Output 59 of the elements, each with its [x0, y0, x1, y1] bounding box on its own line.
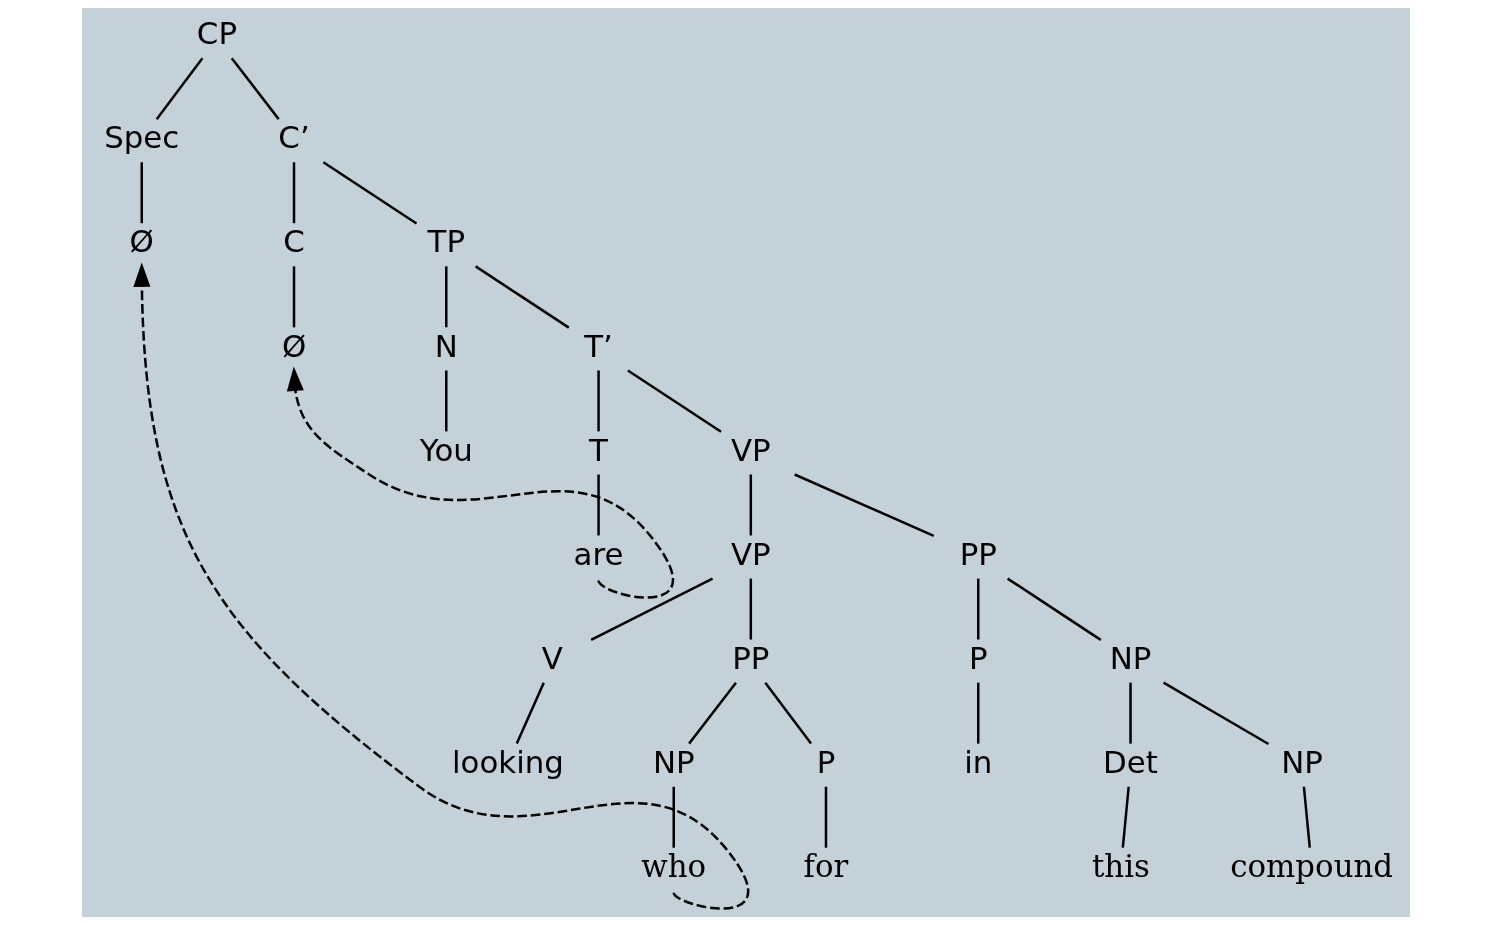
- node-text: NP: [1109, 639, 1152, 676]
- node-text: C’: [278, 119, 310, 156]
- node-text: PP: [959, 535, 997, 572]
- node-text: T: [589, 431, 608, 468]
- connector: [688, 681, 737, 745]
- node-text: PP: [732, 639, 770, 676]
- node-text: TP: [427, 223, 465, 260]
- node-text: this: [1091, 847, 1150, 884]
- node-text: Spec: [104, 119, 180, 156]
- connector: [627, 369, 722, 433]
- node-text: looking: [452, 743, 564, 780]
- connector: [1006, 577, 1102, 641]
- connector: [1121, 786, 1130, 848]
- node-text: N: [434, 327, 458, 364]
- arrow: [286, 366, 674, 599]
- connector: [597, 474, 600, 536]
- node-text: NP: [652, 743, 695, 780]
- connector: [977, 682, 980, 744]
- node-text: CP: [196, 15, 237, 52]
- connector: [590, 577, 714, 641]
- node-text: P: [968, 639, 988, 676]
- node-text: NP: [1281, 743, 1323, 780]
- node-text: who: [641, 847, 707, 884]
- node-text: are: [573, 535, 624, 572]
- connector: [1129, 682, 1132, 744]
- connector: [1302, 786, 1311, 848]
- connector: [292, 266, 296, 328]
- node-text: T’: [584, 327, 613, 364]
- node-text: C: [283, 223, 305, 260]
- node-text: VP: [730, 431, 771, 468]
- connector: [292, 162, 296, 224]
- connector: [749, 578, 753, 640]
- connector: [155, 57, 204, 120]
- connector: [764, 681, 813, 745]
- node-text: Det: [1103, 743, 1158, 780]
- connector: [597, 370, 600, 432]
- node-text: You: [419, 431, 473, 468]
- node-text: for: [803, 847, 849, 884]
- node-text: VP: [730, 535, 771, 572]
- connector: [322, 161, 418, 225]
- node-text: P: [816, 743, 836, 780]
- node-text: compound: [1230, 847, 1394, 884]
- node-text: in: [964, 743, 993, 780]
- connector: [672, 786, 675, 848]
- connector: [824, 786, 828, 848]
- connector: [794, 473, 935, 537]
- connector: [445, 370, 448, 432]
- connector: [474, 265, 570, 329]
- connector: [230, 57, 280, 120]
- node-text: Ø: [281, 327, 307, 364]
- connector: [445, 266, 448, 328]
- arrow: [133, 262, 749, 910]
- node-text: V: [541, 639, 563, 676]
- connector: [515, 682, 545, 745]
- connector: [977, 578, 980, 640]
- connector: [1162, 681, 1270, 746]
- connector: [749, 474, 753, 536]
- node-text: Ø: [129, 223, 154, 260]
- connector: [140, 162, 143, 224]
